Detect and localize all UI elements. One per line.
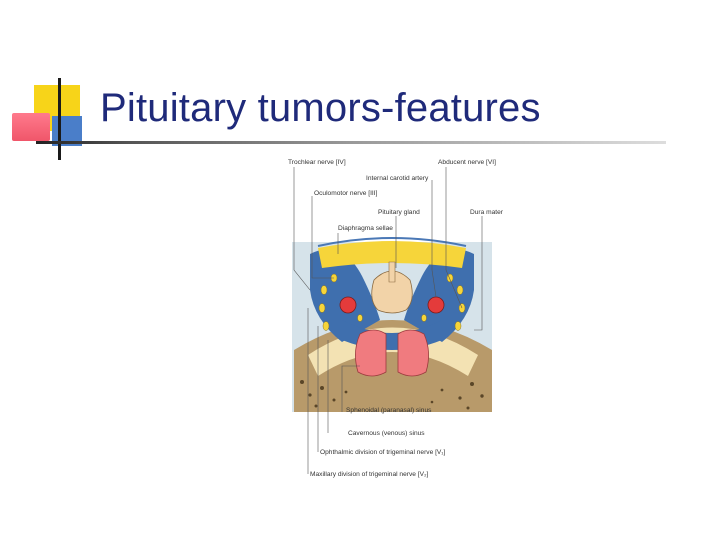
bone-speckles	[300, 358, 484, 410]
decor-vertical-line	[58, 78, 61, 160]
pituitary-gland	[371, 270, 413, 314]
leader-abducent	[445, 167, 463, 309]
label-ophthalmic: Ophthalmic division of trigeminal nerve …	[320, 449, 446, 456]
label-oculomotor: Oculomotor nerve [III]	[314, 190, 378, 197]
cavernous-sinus-diagram: Trochlear nerve [IV] Abducent nerve [VI]…	[288, 159, 504, 478]
sphenoidal-sinus-right	[397, 329, 429, 377]
label-maxillary: Maxillary division of trigeminal nerve […	[310, 471, 429, 478]
label-abducent: Abducent nerve [VI]	[438, 159, 496, 166]
label-cavernous: Cavernous (venous) sinus	[348, 430, 425, 437]
pituitary-stalk	[388, 261, 396, 283]
decor-horizontal-rule	[36, 141, 666, 144]
internal-carotid-right	[427, 296, 445, 314]
leader-internal-carotid	[431, 180, 437, 298]
dura-outline	[317, 237, 467, 247]
cranial-nerves	[318, 273, 466, 331]
label-internal-carotid: Internal carotid artery	[366, 175, 429, 182]
label-pituitary: Pituitary gland	[378, 209, 420, 216]
sphenoidal-sinus-left	[355, 329, 387, 377]
label-trochlear: Trochlear nerve [IV]	[288, 159, 346, 166]
internal-carotid-left	[339, 296, 357, 314]
leader-oculomotor	[311, 196, 334, 279]
decor-red-block	[12, 113, 50, 141]
label-sphenoidal: Sphenoidal (paranasal) sinus	[346, 407, 432, 414]
dura-yellow-band	[318, 241, 466, 268]
slide-title: Pituitary tumors-features	[100, 86, 541, 130]
leader-dura	[474, 216, 483, 331]
leader-trochlear	[293, 167, 311, 291]
label-diaphragma: Diaphragma sellae	[338, 225, 393, 232]
label-dura: Dura mater	[470, 209, 504, 216]
anatomy-figure: Trochlear nerve [IV] Abducent nerve [VI]…	[282, 150, 522, 485]
leader-sphenoidal	[341, 365, 360, 412]
